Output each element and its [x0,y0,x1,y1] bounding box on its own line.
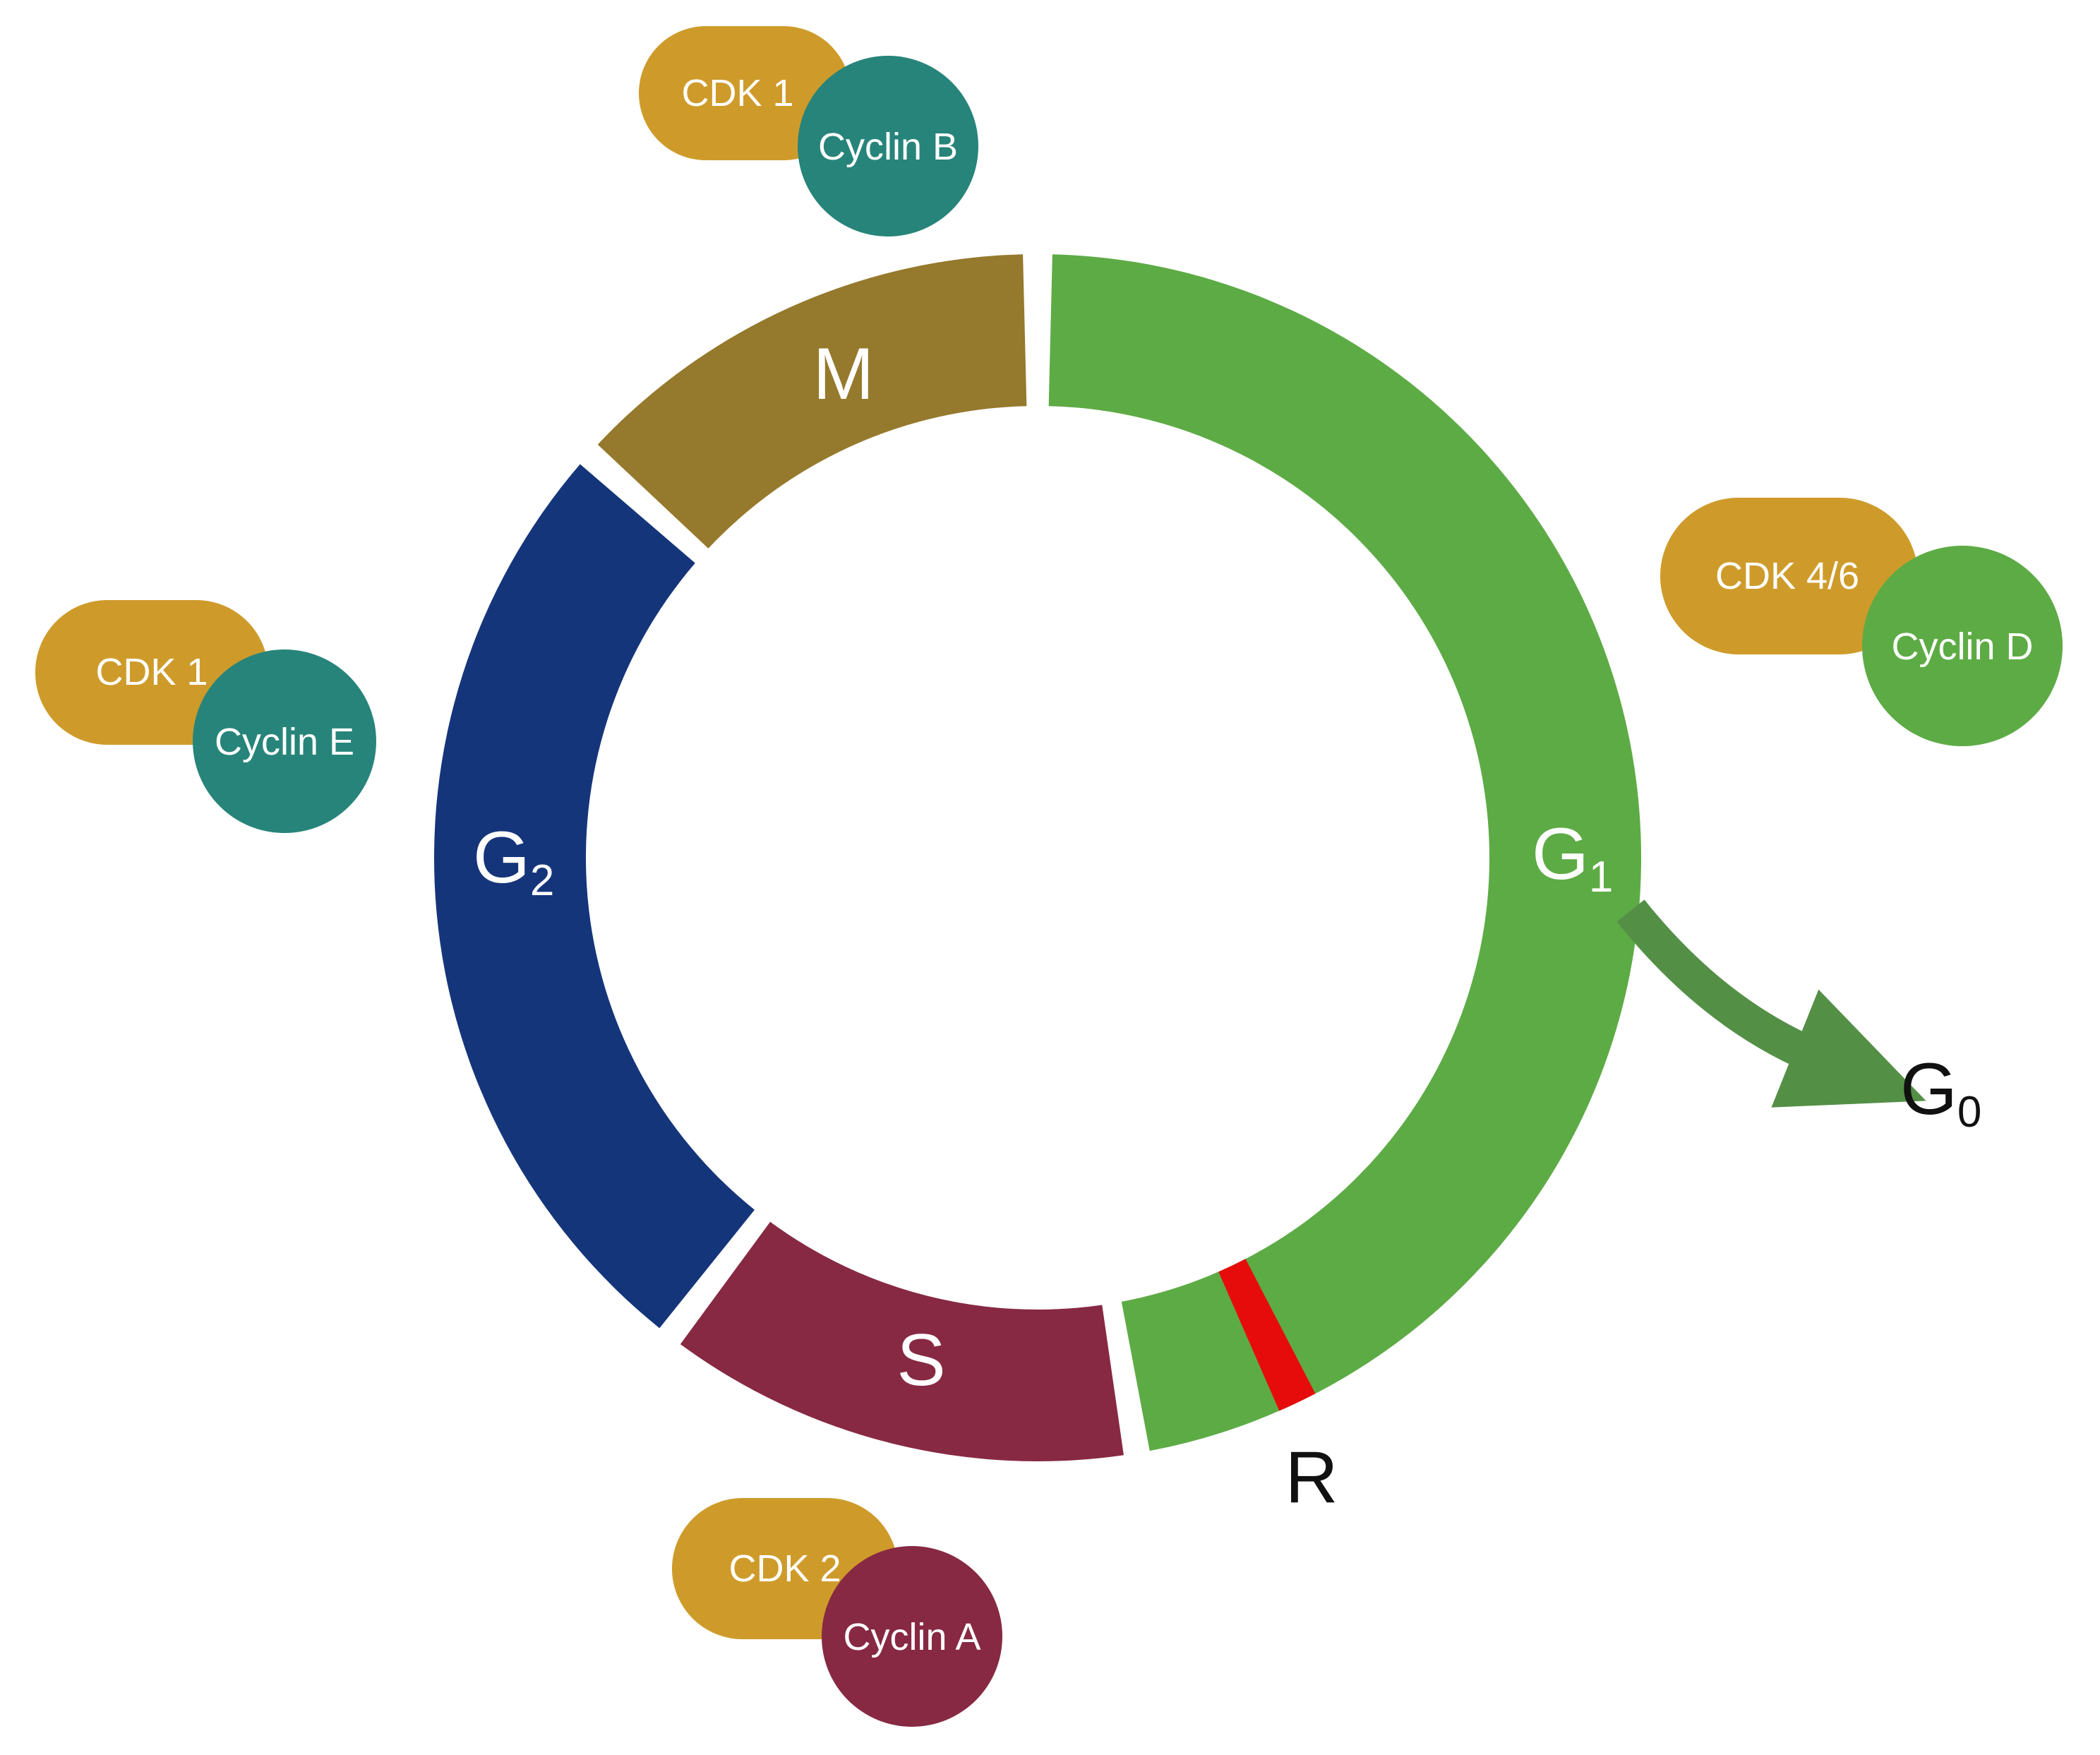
restriction-point-marker [1218,1259,1316,1411]
cyclin-label: Cyclin E [215,721,354,763]
cyclin-circle [822,1546,1002,1727]
g2-phase-segment [434,464,755,1329]
cdk1-cyclin-e-complex: CDK 1 Cyclin E [35,600,376,833]
g1-label: G1 [1532,813,1613,902]
s-phase-segment [680,1221,1124,1461]
g1-phase-segment [1048,254,1642,1451]
cdk-label: CDK 1 [95,651,208,693]
cyclin-label: Cyclin B [818,126,958,168]
restriction-point-label: R [1285,1437,1338,1519]
s-label: S [896,1319,945,1401]
cdk-label: CDK 4/6 [1715,555,1859,597]
g0-exit-arrow [1616,899,1926,1108]
m-label: M [813,333,875,415]
cyclin-label: Cyclin A [843,1616,980,1658]
cyclin-circle [1862,546,2063,746]
g2-label: G2 [473,817,554,905]
cdk-pill [639,26,851,160]
cyclin-circle [193,649,376,833]
m-phase-segment [597,254,1027,549]
cdk1-cyclin-b-complex: CDK 1 Cyclin B [639,26,978,236]
cyclin-label: Cyclin D [1891,625,2033,668]
cdk-label: CDK 1 [681,72,793,114]
cdk-label: CDK 2 [728,1547,841,1590]
g0-label: G0 [1900,1048,1981,1137]
cdk-pill [1660,498,1918,654]
cdk46-cyclin-d-complex: CDK 4/6 Cyclin D [1660,498,2063,746]
cdk2-cyclin-a-complex: CDK 2 Cyclin A [672,1498,1002,1727]
cyclin-circle [798,56,978,236]
